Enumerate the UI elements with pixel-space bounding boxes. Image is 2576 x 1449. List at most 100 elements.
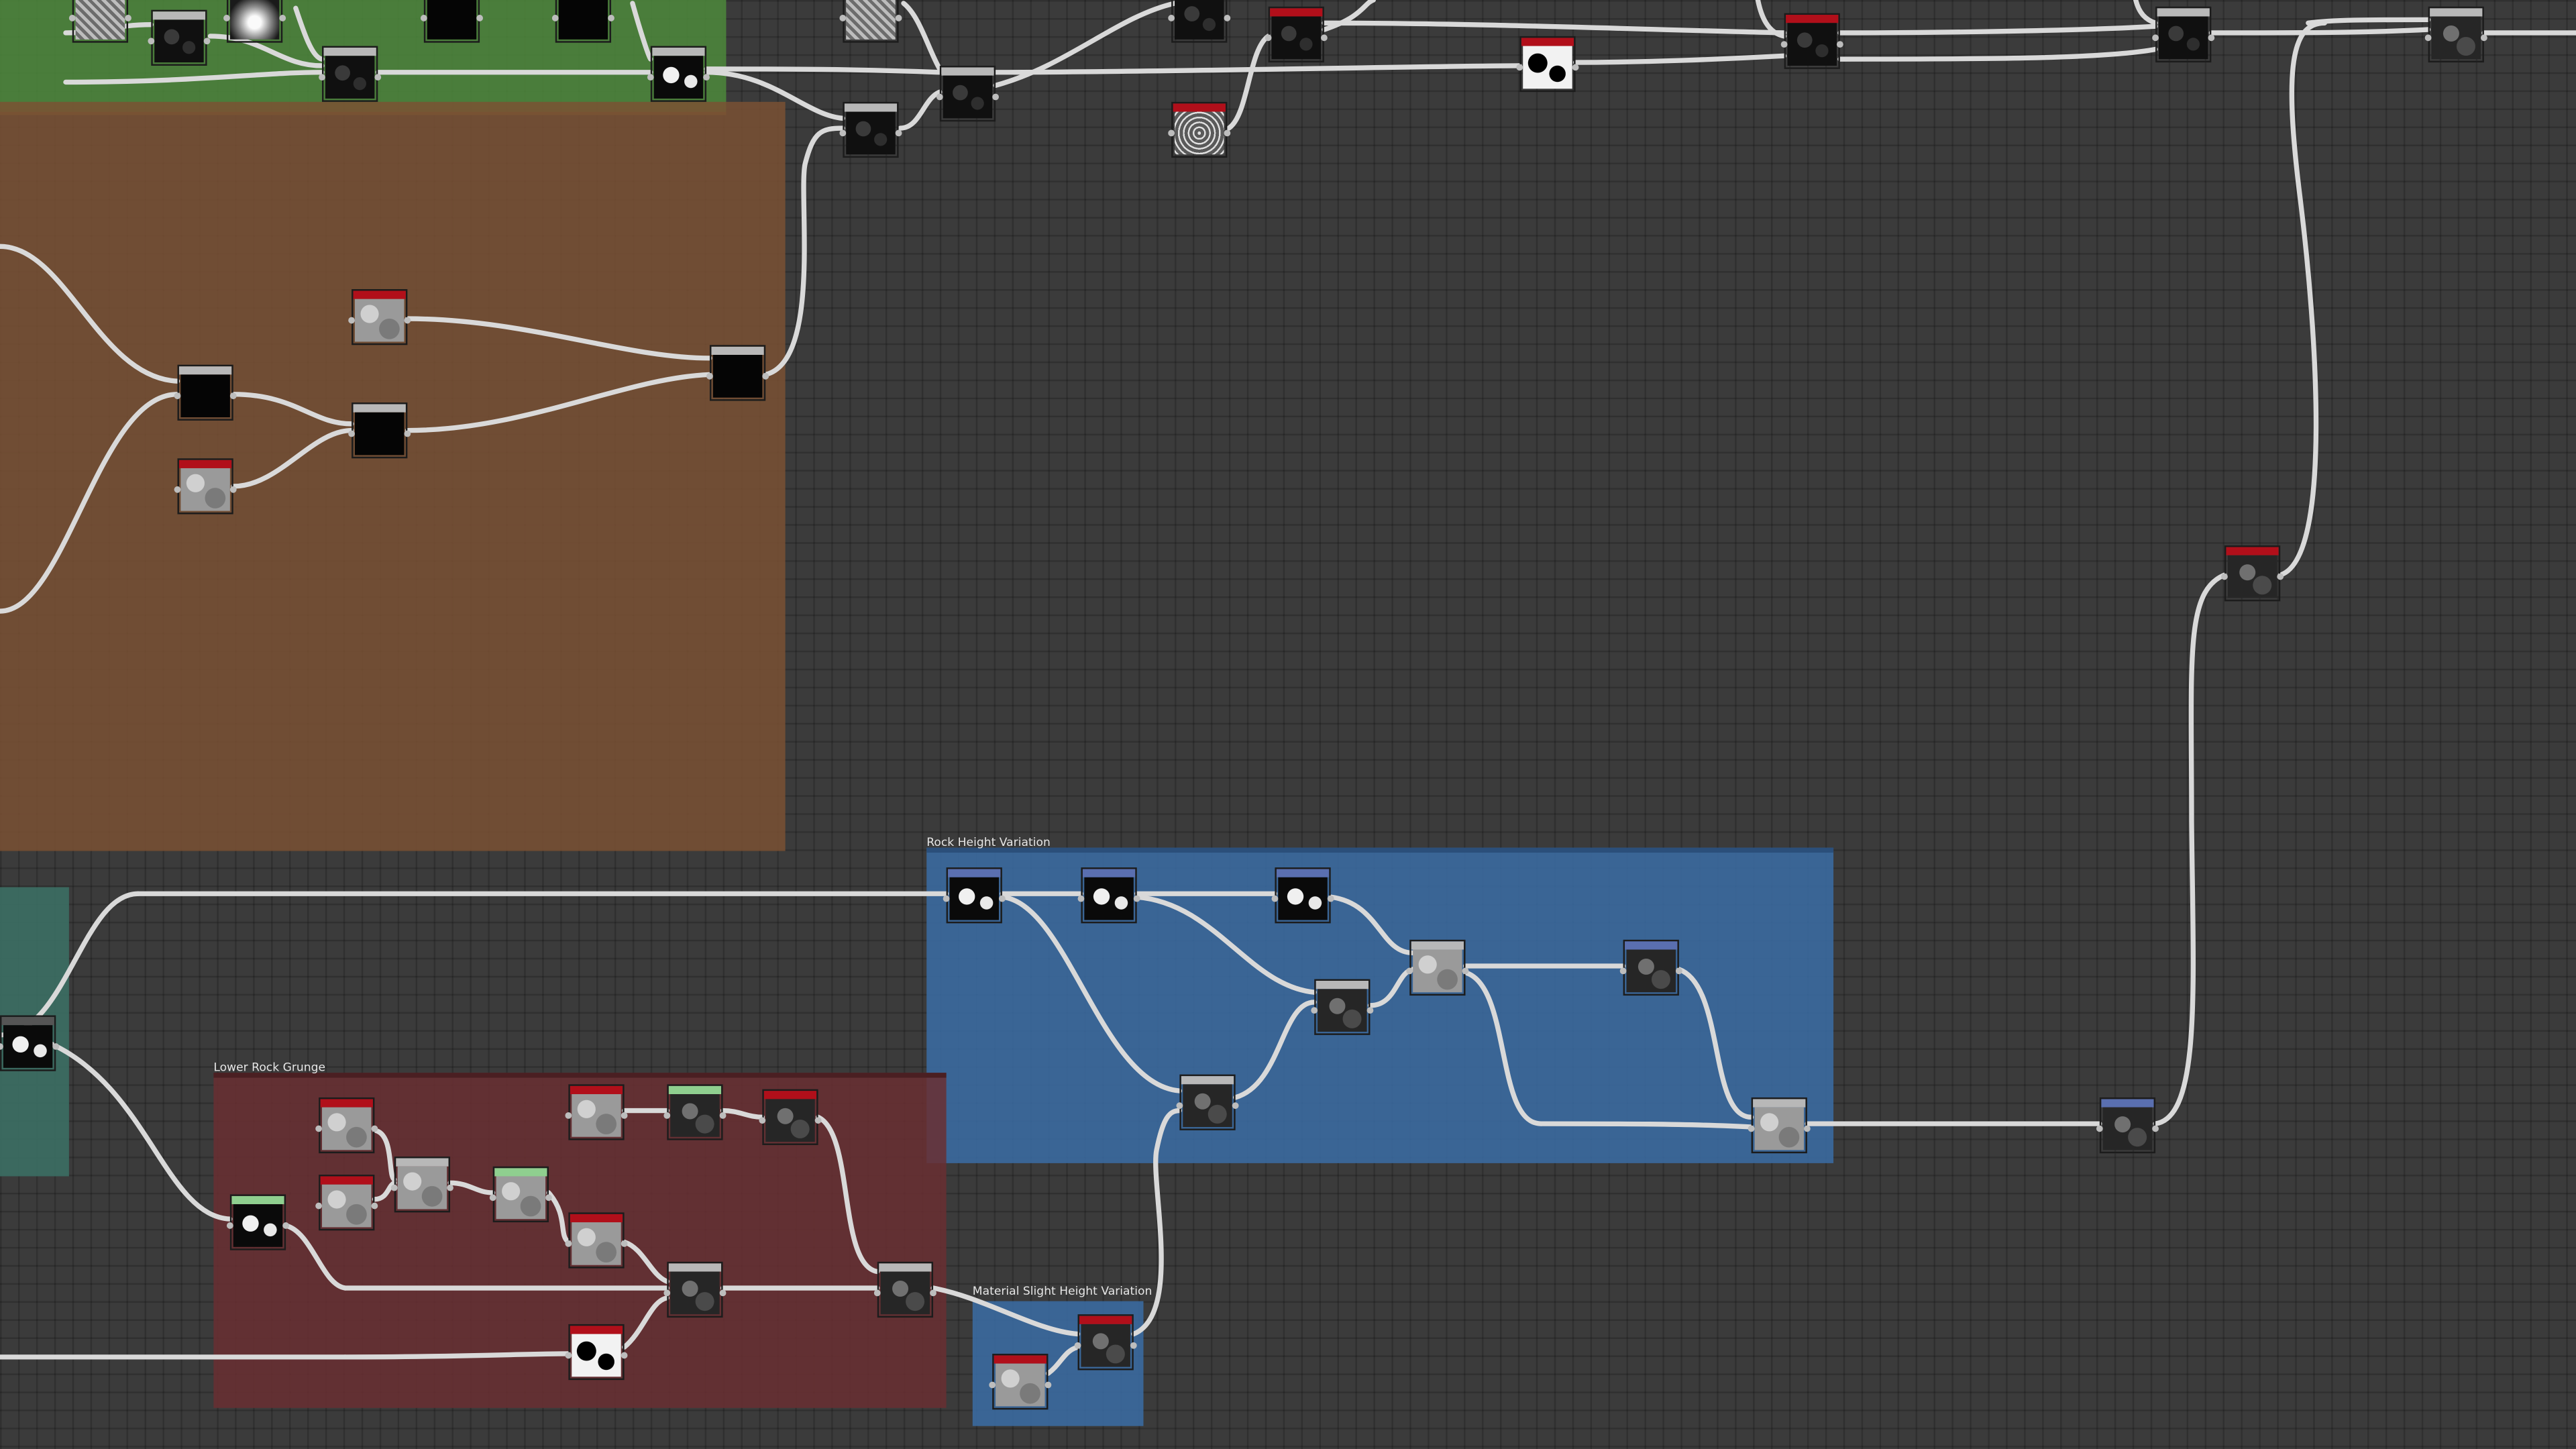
input-port[interactable] [2152,34,2159,42]
graph-node[interactable] [1171,0,1228,43]
graph-node[interactable] [843,101,899,158]
input-port[interactable] [0,1043,3,1050]
input-port[interactable] [1406,967,1413,975]
input-port[interactable] [663,1289,671,1297]
graph-node[interactable] [568,1212,625,1269]
graph-node[interactable] [946,867,1002,924]
output-port[interactable] [930,1289,936,1297]
input-port[interactable] [1176,1102,1183,1110]
input-port[interactable] [1168,129,1175,137]
graph-node[interactable] [2099,1097,2156,1154]
input-port[interactable] [663,1112,671,1119]
input-port[interactable] [148,38,155,45]
graph-node[interactable] [72,0,129,43]
output-port[interactable] [279,15,286,21]
frame-brown[interactable] [0,101,786,851]
input-port[interactable] [565,1240,572,1247]
graph-node[interactable] [843,0,899,43]
input-port[interactable] [174,486,181,493]
output-port[interactable] [1130,1342,1137,1349]
output-port[interactable] [2152,1125,2159,1132]
input-port[interactable] [873,1289,881,1297]
output-port[interactable] [371,1125,378,1132]
input-port[interactable] [319,74,325,81]
input-port[interactable] [315,1202,323,1210]
graph-node[interactable] [709,345,766,401]
graph-node[interactable] [322,46,378,102]
output-port[interactable] [1133,895,1140,902]
input-port[interactable] [1748,1125,1755,1132]
graph-node[interactable] [394,1157,451,1213]
output-port[interactable] [447,1184,453,1191]
graph-node[interactable] [939,65,996,122]
input-port[interactable] [1074,1342,1081,1349]
graph-node[interactable] [2155,6,2212,63]
input-port[interactable] [565,1112,572,1119]
input-port[interactable] [1168,15,1175,21]
input-port[interactable] [839,15,847,21]
graph-node[interactable] [2224,545,2281,602]
output-port[interactable] [762,372,769,380]
graph-node[interactable] [0,1015,56,1071]
input-port[interactable] [390,1184,398,1191]
output-port[interactable] [404,317,411,324]
output-port[interactable] [1462,967,1469,975]
graph-node[interactable] [319,1097,375,1154]
input-port[interactable] [1516,64,1523,71]
graph-node[interactable] [177,458,233,515]
input-port[interactable] [2221,573,2228,580]
input-port[interactable] [989,1381,996,1389]
input-port[interactable] [936,93,943,101]
graph-node[interactable] [352,402,408,459]
output-port[interactable] [2480,34,2487,42]
output-port[interactable] [374,74,382,81]
input-port[interactable] [2096,1125,2103,1132]
output-port[interactable] [229,392,237,400]
graph-node[interactable] [1623,939,1679,996]
input-port[interactable] [551,15,559,21]
output-port[interactable] [895,129,902,137]
input-port[interactable] [1311,1007,1318,1014]
graph-node[interactable] [568,1324,625,1381]
output-port[interactable] [52,1043,60,1050]
output-port[interactable] [1224,129,1231,137]
output-port[interactable] [1320,34,1328,42]
output-port[interactable] [545,1194,552,1201]
input-port[interactable] [647,74,654,81]
input-port[interactable] [68,15,76,21]
output-port[interactable] [203,38,211,45]
output-port[interactable] [814,1117,822,1124]
input-port[interactable] [1271,895,1279,902]
input-port[interactable] [315,1125,323,1132]
graph-node[interactable] [1314,979,1371,1035]
output-port[interactable] [998,895,1006,902]
output-port[interactable] [1044,1381,1052,1389]
input-port[interactable] [348,317,355,324]
output-port[interactable] [125,15,131,21]
graph-node[interactable] [667,1084,723,1140]
output-port[interactable] [404,430,411,437]
graph-node[interactable] [762,1089,818,1145]
output-port[interactable] [895,15,902,21]
graph-node[interactable] [229,1194,286,1250]
input-port[interactable] [2424,34,2432,42]
graph-node[interactable] [1268,6,1324,63]
output-port[interactable] [2208,34,2215,42]
input-port[interactable] [348,430,355,437]
output-port[interactable] [1675,967,1682,975]
graph-node[interactable] [319,1175,375,1231]
graph-node[interactable] [1179,1074,1236,1130]
output-port[interactable] [1224,15,1231,21]
graph-node[interactable] [1409,939,1466,996]
output-port[interactable] [621,1240,628,1247]
input-port[interactable] [489,1194,496,1201]
output-port[interactable] [992,93,999,101]
output-port[interactable] [621,1112,628,1119]
input-port[interactable] [174,392,181,400]
output-port[interactable] [608,15,614,21]
input-port[interactable] [759,1117,766,1124]
graph-node[interactable] [1275,867,1331,924]
graph-node[interactable] [667,1261,723,1318]
graph-node[interactable] [492,1166,549,1223]
